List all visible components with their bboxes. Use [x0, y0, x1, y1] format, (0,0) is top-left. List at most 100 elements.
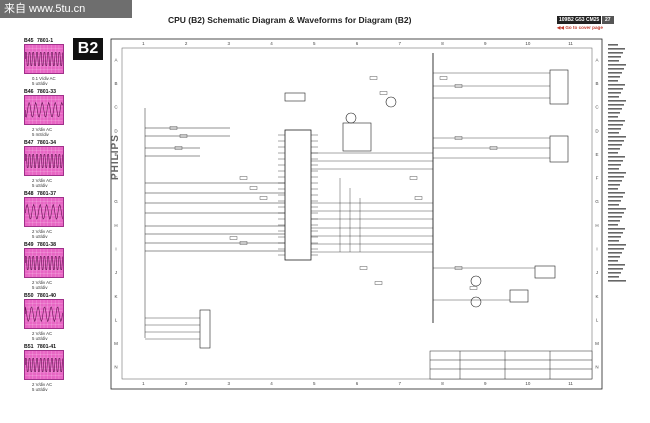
- grid-row-label: I: [596, 247, 597, 252]
- grid-column-label: 3: [228, 41, 231, 46]
- cover-page-link[interactable]: ◀◀ Go to cover page: [557, 25, 603, 31]
- grid-column-label: 8: [441, 381, 444, 386]
- waveform-scale-note: 0.1 V/div AC: [32, 76, 56, 81]
- grid-row-label: H: [595, 223, 598, 228]
- waveform-scale-note: 5 uS/div: [32, 387, 48, 392]
- grid-column-label: 6: [356, 41, 359, 46]
- grid-row-label: H: [114, 223, 117, 228]
- grid-row-label: K: [114, 294, 117, 299]
- grid-column-label: 11: [568, 41, 573, 46]
- components-scatter: [169, 76, 498, 290]
- grid-row-label: L: [596, 317, 599, 322]
- waveform-scale-note: 2 V/div AC: [32, 229, 53, 234]
- bottom-connector: [199, 309, 211, 349]
- grid-row-label: M: [114, 341, 118, 346]
- grid-row-label: M: [595, 341, 599, 346]
- grid-column-label: 7: [398, 41, 401, 46]
- waveform-plot: [24, 299, 64, 329]
- grid-row-label: I: [115, 247, 116, 252]
- grid-row-label: E: [595, 152, 598, 157]
- waveform-ref: 7801-1: [37, 38, 54, 44]
- grid-column-label: 2: [185, 381, 188, 386]
- waveform-ref: 7801-41: [37, 344, 57, 350]
- waveform-code: B51: [24, 344, 34, 350]
- grid-column-label: 11: [568, 381, 573, 386]
- section-label: B2: [73, 38, 103, 60]
- grid-column-label: 9: [484, 381, 487, 386]
- waveform-scale-note: 5 uS/div: [32, 81, 48, 86]
- waveform-scale-note: 2 V/div AC: [32, 127, 53, 132]
- grid-row-label: D: [114, 128, 118, 133]
- grid-column-label: 3: [228, 381, 231, 386]
- right-ic-blocks: [509, 69, 569, 303]
- right-connectors: [433, 72, 550, 301]
- grid-column-label: 5: [313, 41, 316, 46]
- doc-code-badge: 109B2 G53 CM25: [557, 16, 602, 24]
- waveform-scale-note: 2 V/div AC: [32, 280, 53, 285]
- data-bus-lines: [311, 152, 433, 253]
- waveform-ref: 7801-34: [37, 140, 57, 146]
- waveform-plot: [24, 350, 64, 380]
- grid-column-label: 4: [270, 41, 273, 46]
- grid-row-label: N: [114, 365, 117, 370]
- grid-row-label: K: [595, 294, 598, 299]
- waveform-ref: 7801-33: [37, 89, 57, 95]
- grid-column-label: 5: [313, 381, 316, 386]
- waveform-code: B48: [24, 191, 34, 197]
- waveform-code: B49: [24, 242, 34, 248]
- waveform-ref: 7801-40: [37, 293, 57, 299]
- waveform-ref: 7801-38: [37, 242, 57, 248]
- waveform-scale-note: 5 uS/div: [32, 285, 48, 290]
- grid-column-label: 9: [484, 41, 487, 46]
- grid-column-label: 10: [525, 381, 531, 386]
- transistor-group: [345, 96, 482, 308]
- waveform-plot: [24, 146, 64, 176]
- waveform-plot: [24, 197, 64, 227]
- grid-row-label: A: [114, 57, 117, 62]
- grid-row-label: L: [115, 317, 118, 322]
- grid-column-label: 1: [142, 41, 145, 46]
- waveform-scale-note: 5 uS/div: [32, 234, 48, 239]
- waveform-code: B47: [24, 140, 34, 146]
- grid-row-label: N: [595, 365, 598, 370]
- grid-column-label: 4: [270, 381, 273, 386]
- cover-link-label: Go to cover page: [565, 25, 603, 30]
- waveform-scale-note: 5 uS/div: [32, 336, 48, 341]
- grid-row-label: F: [115, 176, 118, 181]
- grid-column-label: 6: [356, 381, 359, 386]
- grid-row-label: A: [595, 57, 598, 62]
- page-title: CPU (B2) Schematic Diagram & Waveforms f…: [168, 15, 412, 25]
- waveform-plot: [24, 95, 64, 125]
- page-number-badge: 27: [602, 16, 614, 24]
- back-arrow-icon: ◀◀: [557, 25, 566, 30]
- grid-row-label: J: [115, 270, 117, 275]
- grid-row-label: C: [595, 105, 599, 110]
- grid-row-label: J: [596, 270, 598, 275]
- waveform-code: B50: [24, 293, 34, 299]
- signal-reference-list: [608, 44, 626, 282]
- grid-row-label: C: [114, 105, 118, 110]
- brand-logo-vertical: PHILIPS: [110, 134, 121, 180]
- grid-row-label: G: [595, 199, 599, 204]
- grid-row-label: B: [114, 81, 117, 86]
- waveform-scale-note: 5 uS/div: [32, 183, 48, 188]
- grid-row-label: G: [114, 199, 118, 204]
- title-block: [429, 350, 593, 380]
- waveform-ref: 7801-37: [37, 191, 57, 197]
- waveform-code: B46: [24, 89, 34, 95]
- cpu-ic-7801: [278, 129, 318, 261]
- left-connector-bus: [144, 108, 285, 338]
- waveform-plot: [24, 44, 64, 74]
- waveform-plot: [24, 248, 64, 278]
- grid-row-label: E: [114, 152, 117, 157]
- grid-column-label: 2: [185, 41, 188, 46]
- bottom-connector-lines: [145, 317, 200, 340]
- ic-block-upper: [284, 92, 372, 152]
- site-watermark: 来自 www.5tu.cn: [0, 0, 132, 18]
- waveform-scale-note: 5 mS/div: [32, 132, 49, 137]
- grid-column-label: 7: [398, 381, 401, 386]
- grid-row-label: D: [595, 128, 599, 133]
- schematic-frame: [110, 38, 603, 390]
- waveform-scale-note: 2 V/div AC: [32, 331, 53, 336]
